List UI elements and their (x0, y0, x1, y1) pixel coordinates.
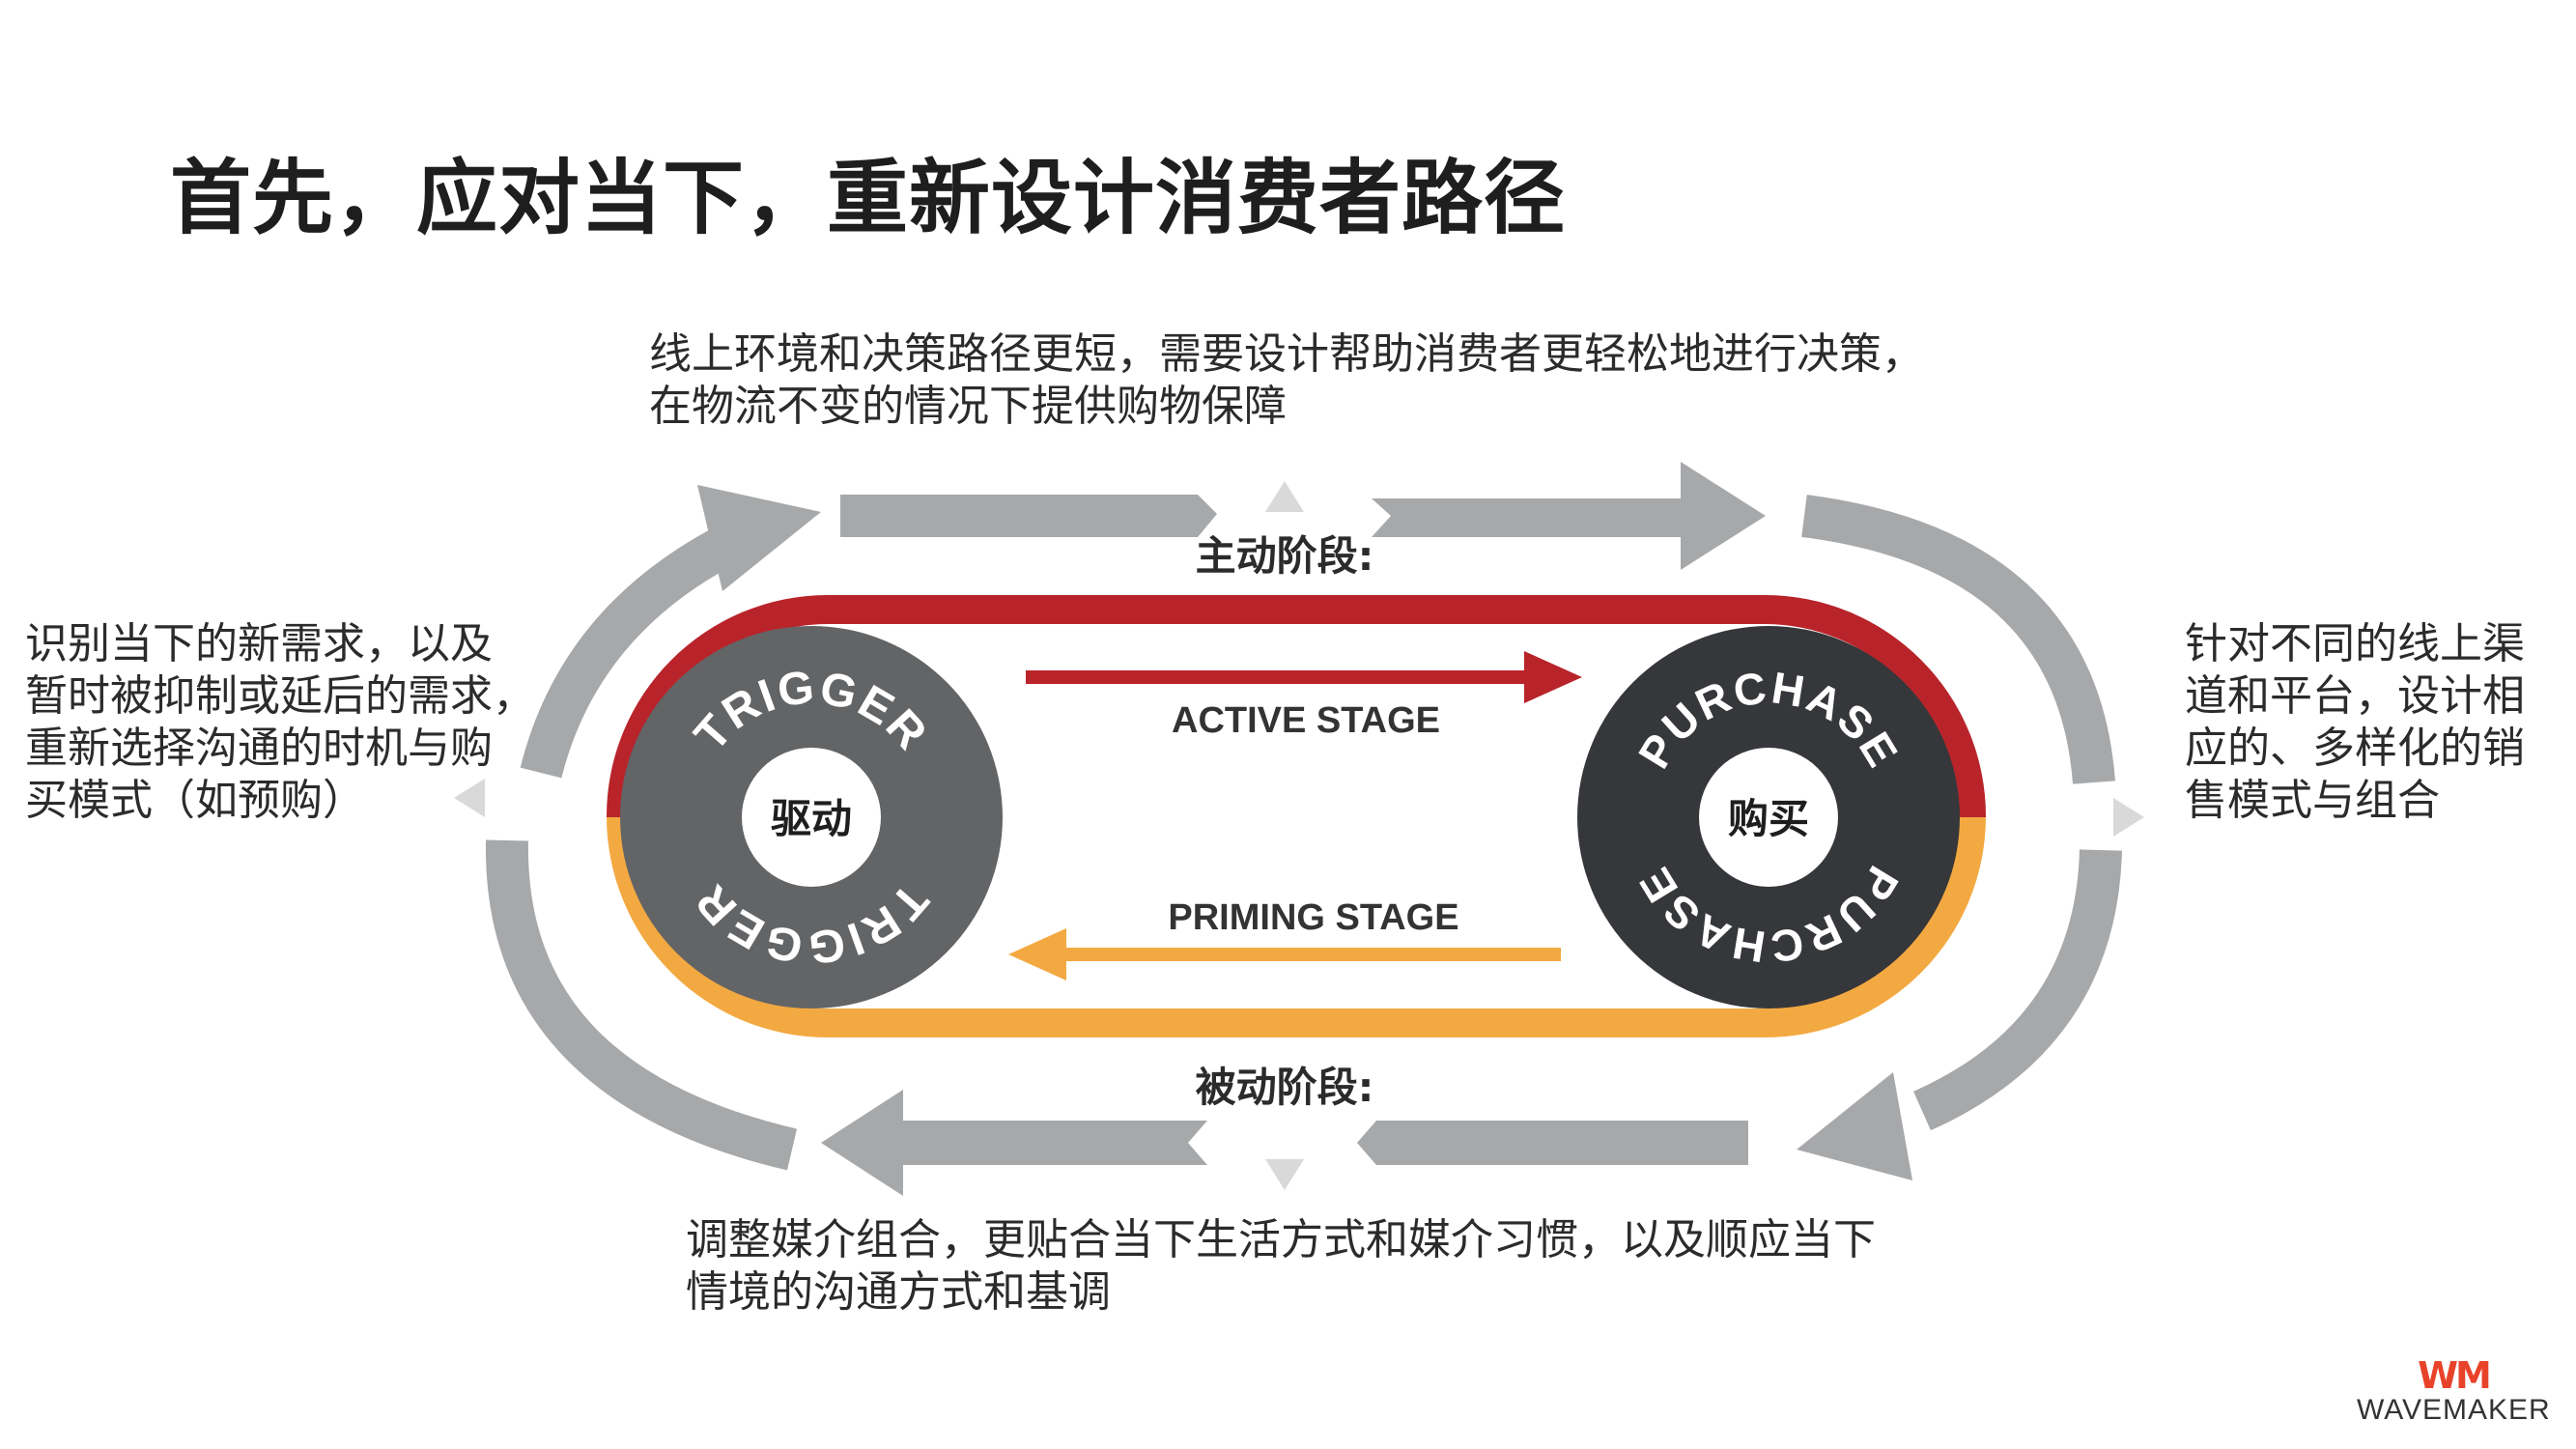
right-lower-arrowhead (1797, 1072, 1912, 1180)
wavemaker-logo: WM WAVEMAKER (2357, 1357, 2550, 1427)
note-left-line-1: 识别当下的新需求，以及 (25, 619, 493, 668)
top-right-arrow (1372, 462, 1766, 570)
priming-stage-arrow (1008, 928, 1561, 980)
note-right-line-4: 售模式与组合 (2185, 776, 2440, 825)
note-right-line-1: 针对不同的线上渠 (2185, 619, 2525, 668)
note-right-line-3: 应的、多样化的销 (2185, 724, 2525, 773)
purchase-center-label: 购买 (1728, 795, 1809, 842)
passive-stage-cn-label: 被动阶段: (1196, 1064, 1374, 1111)
note-left: 识别当下的新需求，以及 暂时被抑制或延后的需求， 重新选择沟通的时机与购 买模式… (25, 618, 535, 827)
top-center-marker (1265, 481, 1304, 512)
bottom-center-marker (1265, 1159, 1304, 1190)
left-upper-arrowhead (697, 485, 821, 591)
left-marker (454, 779, 485, 817)
active-stage-label: ACTIVE STAGE (1172, 700, 1440, 741)
logo-wordmark: WAVEMAKER (2357, 1394, 2551, 1426)
note-bottom-line-2: 情境的沟通方式和基调 (686, 1267, 1111, 1317)
right-upper-arc (1801, 495, 2115, 784)
note-bottom-line-1: 调整媒介组合，更贴合当下生活方式和媒介习惯，以及顺应当下 (686, 1215, 1876, 1264)
note-top-line-2: 在物流不变的情况下提供购物保障 (649, 382, 1287, 431)
right-lower-arc (1912, 849, 2122, 1131)
left-lower-arc (485, 839, 798, 1171)
bottom-bar-right-arrow (1357, 1121, 1748, 1165)
priming-stage-label: PRIMING STAGE (1168, 897, 1458, 938)
note-left-line-3: 重新选择沟通的时机与购 (25, 724, 493, 773)
trigger-wheel: TRIGGER TRIGGER 驱动 (620, 626, 1003, 1009)
logo-mark: WM (2418, 1354, 2492, 1397)
active-stage-cn-label: 主动阶段: (1196, 532, 1374, 580)
note-top-line-1: 线上环境和决策路径更短，需要设计帮助消费者更轻松地进行决策， (649, 329, 1924, 379)
active-stage-arrow (1026, 651, 1582, 703)
note-right-line-2: 道和平台，设计相 (2185, 671, 2525, 721)
outer-cycle-arrows (454, 462, 2144, 1196)
left-upper-arc (520, 522, 744, 779)
note-left-line-2: 暂时被抑制或延后的需求， (25, 671, 535, 721)
bottom-left-arrow (821, 1090, 1207, 1196)
purchase-wheel: PURCHASE PURCHASE 购买 (1577, 626, 1960, 1009)
right-marker (2113, 798, 2144, 837)
top-bar-left-arrow (840, 495, 1217, 537)
page-title: 首先，应对当下，重新设计消费者路径 (170, 151, 1567, 245)
trigger-center-label: 驱动 (771, 795, 852, 842)
note-bottom: 调整媒介组合，更贴合当下生活方式和媒介习惯，以及顺应当下 情境的沟通方式和基调 (686, 1214, 1876, 1319)
note-left-line-4: 买模式（如预购） (25, 776, 365, 825)
note-right: 针对不同的线上渠 道和平台，设计相 应的、多样化的销 售模式与组合 (2185, 618, 2525, 827)
note-top: 线上环境和决策路径更短，需要设计帮助消费者更轻松地进行决策， 在物流不变的情况下… (649, 328, 1924, 433)
